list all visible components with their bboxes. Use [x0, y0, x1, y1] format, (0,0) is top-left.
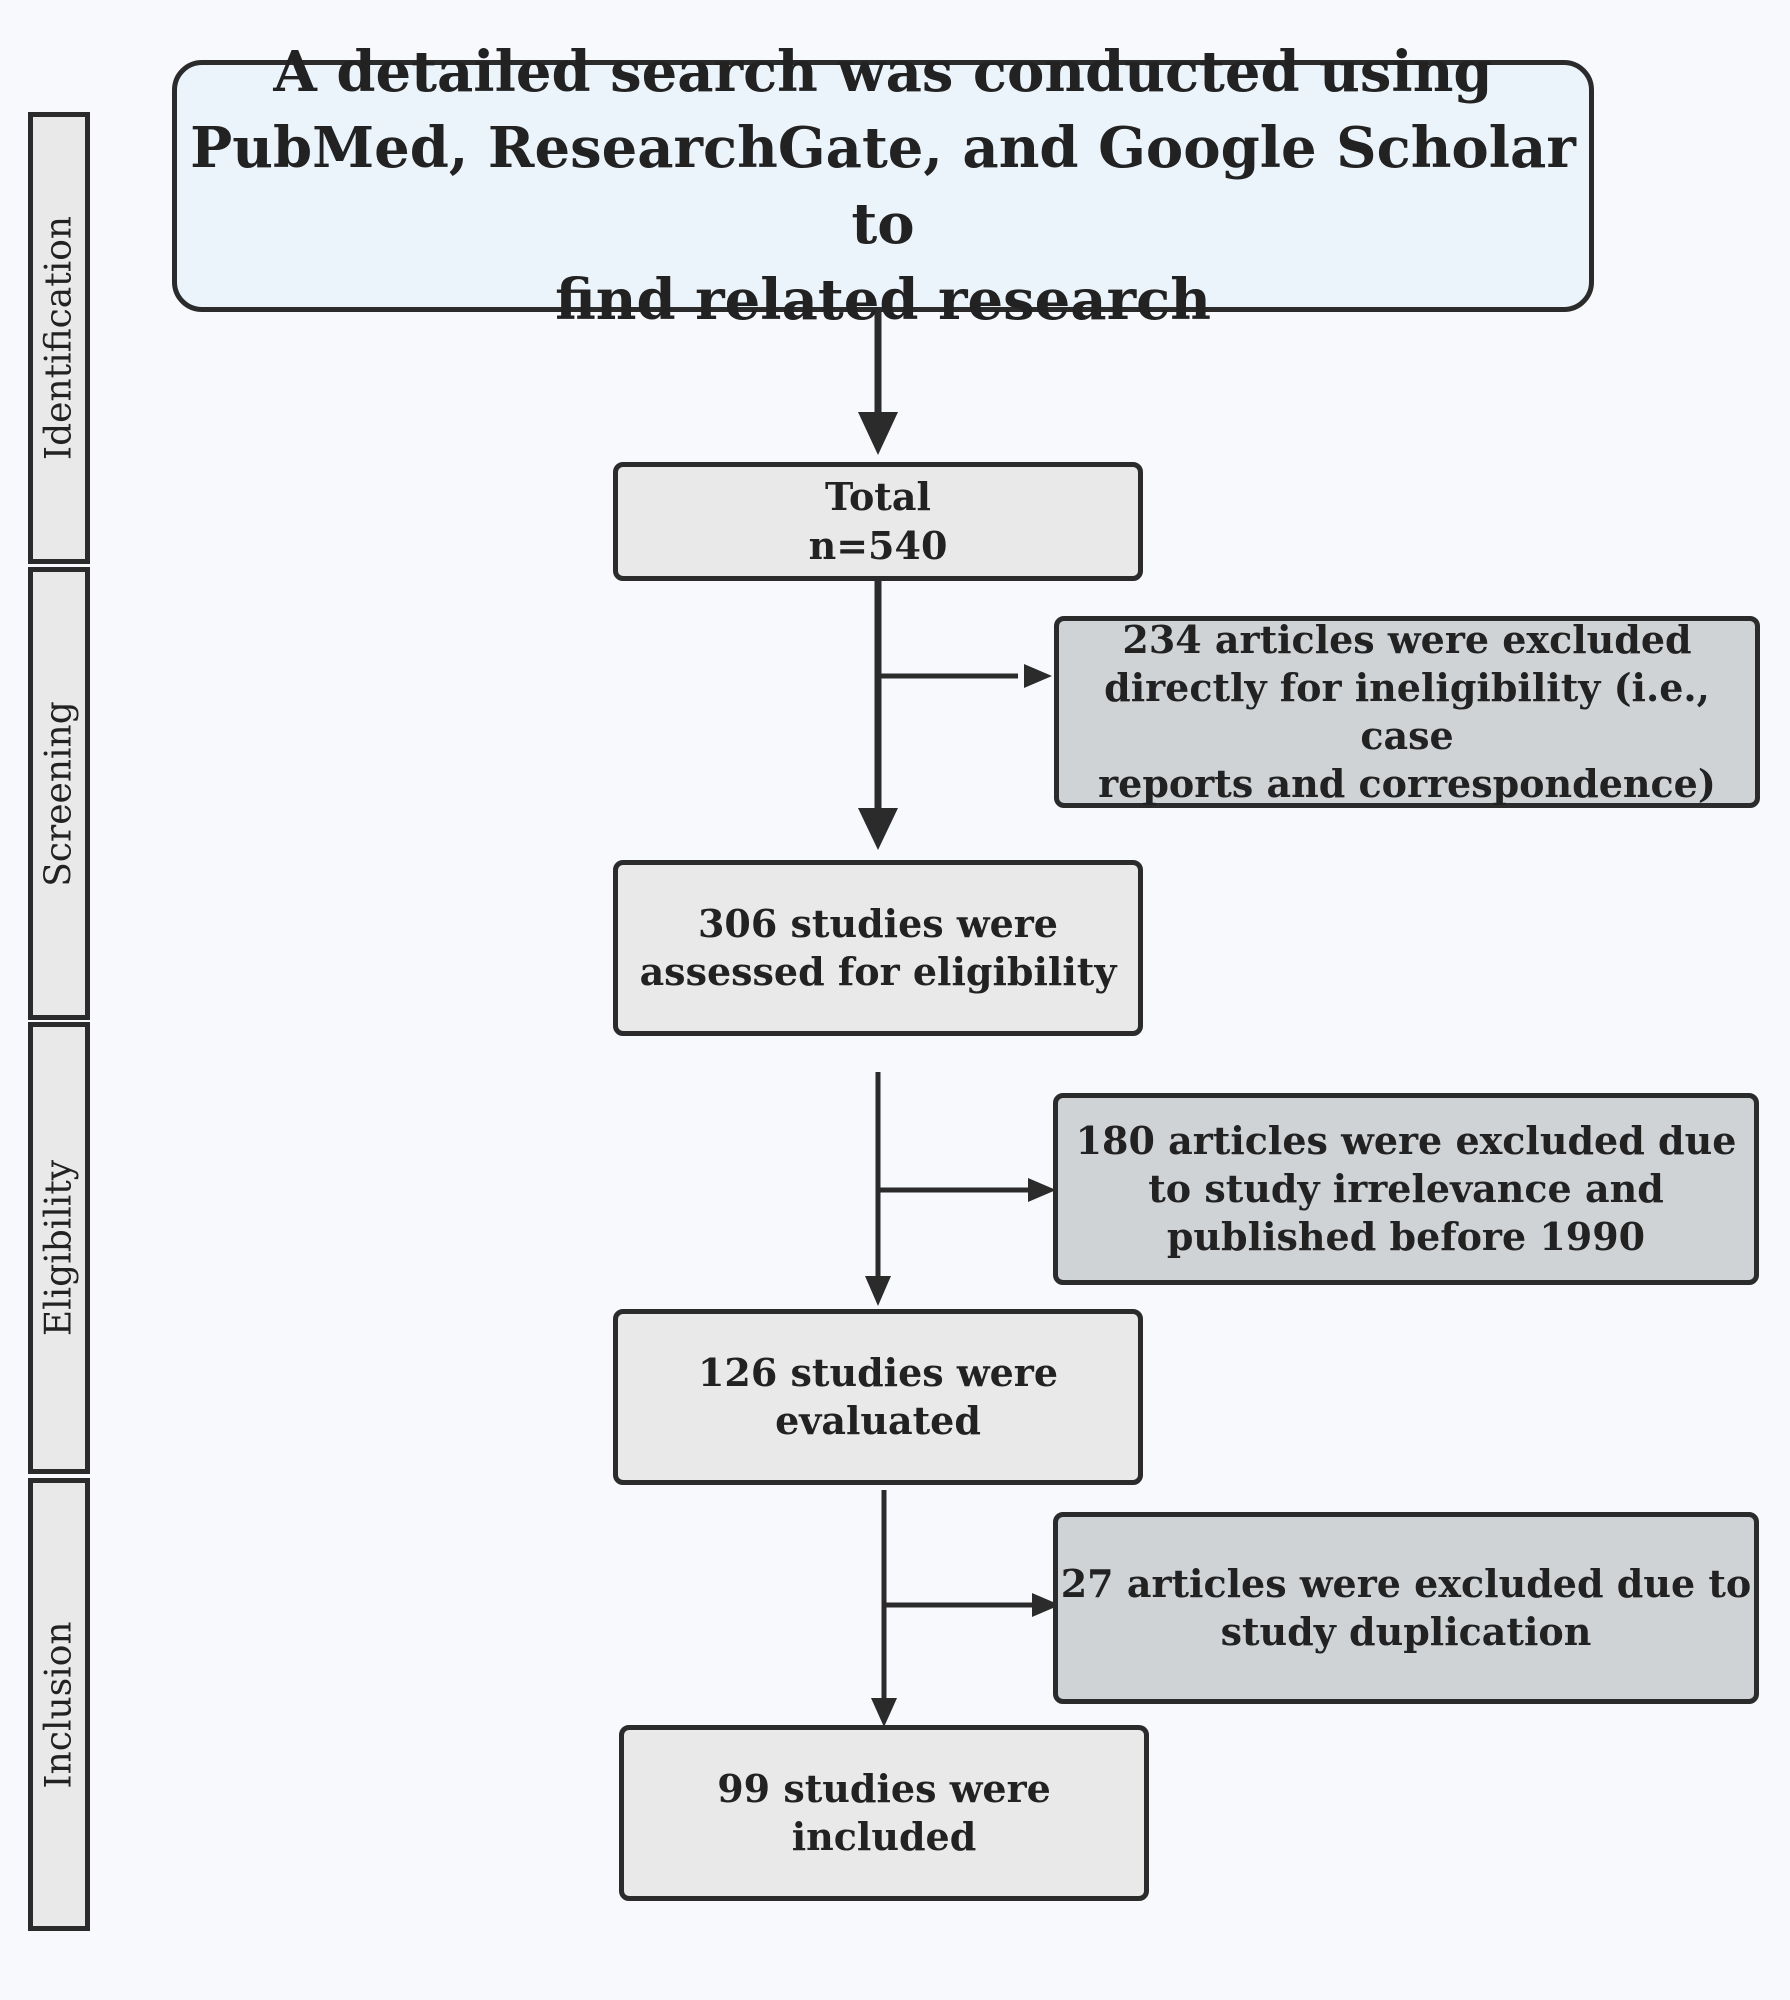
total-box: Total n=540 [613, 462, 1143, 581]
stage-label: Inclusion [38, 1620, 80, 1789]
excluded-text-2: 180 articles were excluded due to study … [1075, 1117, 1737, 1260]
assessed-box: 306 studies were assessed for eligibilit… [613, 860, 1143, 1036]
assessed-text: 306 studies were assessed for eligibilit… [639, 900, 1117, 994]
arrowhead [858, 412, 898, 455]
excluded-box-2: 180 articles were excluded due to study … [1053, 1093, 1759, 1285]
arrowhead [1024, 664, 1052, 688]
evaluated-text: 126 studies were evaluated [697, 1349, 1059, 1443]
stage-identification: Identification [28, 112, 90, 564]
excluded-text-3: 27 articles were excluded due to study d… [1060, 1560, 1752, 1654]
stage-label: Screening [38, 700, 80, 887]
evaluated-box: 126 studies were evaluated [613, 1309, 1143, 1485]
excluded-text-1: 234 articles were excluded directly for … [1098, 616, 1716, 807]
included-text: 99 studies were included [717, 1765, 1051, 1859]
arrowhead [871, 1698, 897, 1727]
excluded-box-3: 27 articles were excluded due to study d… [1053, 1512, 1759, 1704]
search-box: A detailed search was conducted using Pu… [172, 39, 1594, 333]
stage-inclusion: Inclusion [28, 1478, 90, 1931]
stage-eligibility: Eligibility [28, 1022, 90, 1474]
excluded-box-1: 234 articles were excluded directly for … [1054, 616, 1760, 808]
stage-screening: Screening [28, 567, 90, 1020]
arrowhead [1032, 1593, 1060, 1617]
total-text: Total n=540 [808, 474, 948, 568]
stage-label: Eligibility [38, 1159, 80, 1337]
arrowhead [1028, 1178, 1056, 1202]
included-box: 99 studies were included [619, 1725, 1149, 1901]
arrowhead [865, 1276, 891, 1306]
search-text: A detailed search was conducted using Pu… [190, 38, 1576, 334]
stage-label: Identification [38, 215, 80, 461]
arrowhead [858, 808, 898, 850]
